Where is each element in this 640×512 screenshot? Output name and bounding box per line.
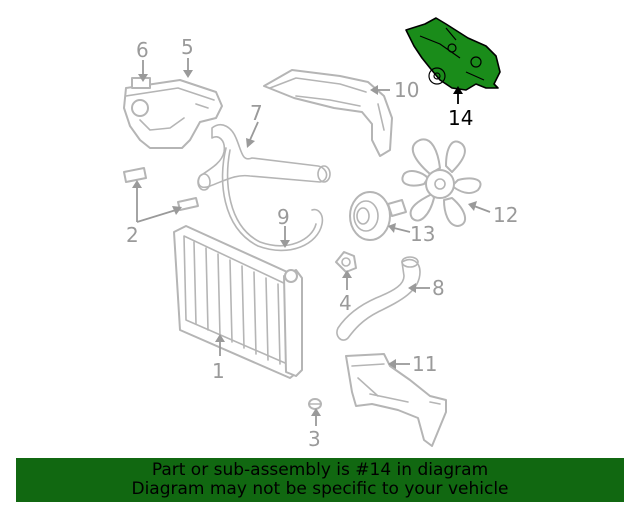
callout-14[interactable]: 14 [448, 106, 473, 130]
callout-14-leader [453, 86, 463, 104]
banner-line-2: Diagram may not be specific to your vehi… [131, 479, 509, 499]
callout-12[interactable]: 12 [493, 203, 518, 227]
callout-13[interactable]: 13 [410, 222, 435, 246]
part-6-cap[interactable] [131, 77, 151, 117]
info-banner: Part or sub-assembly is #14 in diagram D… [16, 458, 624, 502]
callout-11[interactable]: 11 [412, 352, 437, 376]
callout-1[interactable]: 1 [212, 359, 225, 383]
banner-line-1: Part or sub-assembly is #14 in diagram [151, 460, 489, 480]
part-8-lower-hose[interactable] [336, 256, 421, 341]
part-10-cover[interactable] [263, 69, 393, 157]
callout-8[interactable]: 8 [432, 276, 445, 300]
part-12-fan[interactable] [401, 138, 482, 227]
part-14-bracket[interactable] [405, 17, 501, 91]
callout-3[interactable]: 3 [308, 427, 321, 451]
part-1-radiator[interactable] [173, 225, 303, 379]
part-13-fan-clutch[interactable] [349, 191, 407, 241]
callout-5[interactable]: 5 [181, 35, 194, 59]
part-5-reservoir[interactable] [123, 79, 223, 149]
part-4-housing[interactable] [335, 251, 357, 273]
part-9-overflow-hose[interactable] [221, 147, 324, 252]
part-2-clamps[interactable] [123, 167, 199, 211]
part-3-drain-plug[interactable] [308, 398, 322, 410]
part-7-upper-hose[interactable] [197, 123, 331, 191]
callout-9[interactable]: 9 [277, 205, 290, 229]
part-11-lower-shroud[interactable] [345, 353, 447, 447]
callout-2[interactable]: 2 [126, 223, 139, 247]
callout-7[interactable]: 7 [250, 101, 263, 125]
callout-10[interactable]: 10 [394, 78, 419, 102]
callout-4[interactable]: 4 [339, 291, 352, 315]
callout-6[interactable]: 6 [136, 38, 149, 62]
